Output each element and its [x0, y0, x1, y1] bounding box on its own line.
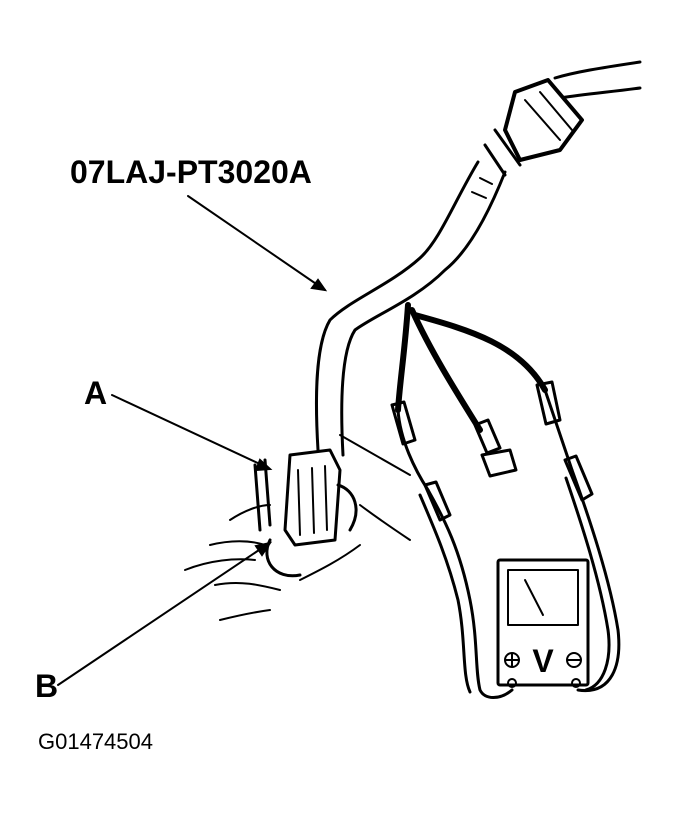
inline-fuses: [390, 380, 562, 478]
meter-needle: [524, 579, 544, 616]
upper-connector: [483, 60, 642, 177]
meter-leads: [418, 454, 621, 699]
meter-unit-symbol: V: [532, 643, 554, 679]
callout-b-leader: [57, 541, 273, 686]
callout-a-leader: [111, 394, 273, 472]
sensor-connector: [253, 448, 358, 578]
part-number-leader: [187, 195, 328, 292]
figure-code: G01474504: [38, 729, 153, 754]
tool-part-number-label: 07LAJ-PT3020A: [70, 154, 312, 190]
callout-a-label: A: [84, 375, 107, 411]
callout-b-label: B: [35, 668, 58, 704]
engine-body: [184, 434, 411, 621]
voltmeter: V: [496, 558, 590, 688]
tool-harness-cable: [314, 160, 507, 457]
branch-wires: [395, 302, 574, 492]
